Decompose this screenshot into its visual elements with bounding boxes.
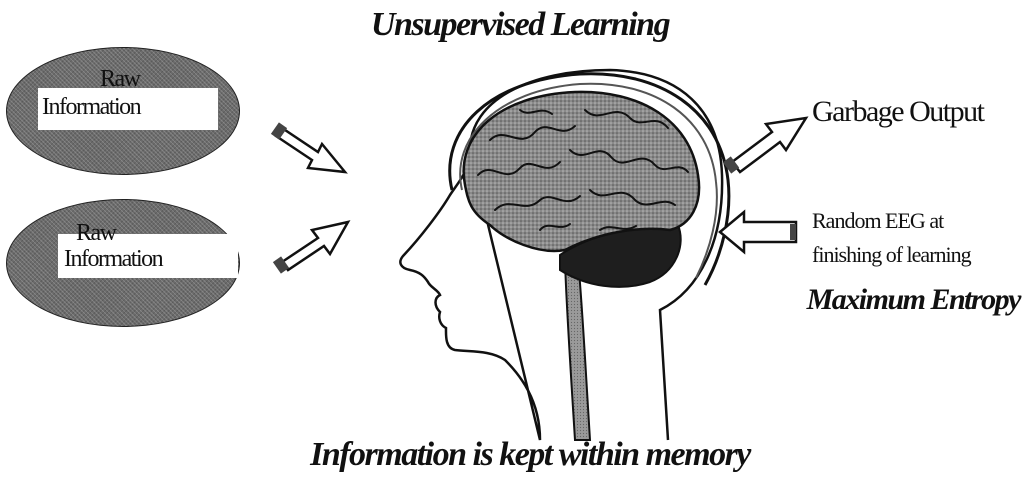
raw-information-line2: Information <box>42 94 140 121</box>
input-arrow-2 <box>273 222 348 274</box>
random-eeg-line2: finishing of learning <box>812 238 971 272</box>
raw-information-label-1: Raw Information <box>38 88 218 130</box>
random-eeg-line1: Random EEG at <box>812 204 971 238</box>
random-eeg-label: Random EEG at finishing of learning <box>812 204 971 272</box>
raw-information-line2: Information <box>64 246 162 273</box>
garbage-output-label: Garbage Output <box>812 95 983 129</box>
raw-information-line1: Raw <box>76 220 116 247</box>
raw-information-line1: Raw <box>100 66 140 93</box>
input-arrow-1 <box>271 122 345 172</box>
bottom-caption: Information is kept within memory <box>250 436 810 474</box>
output-arrow <box>723 118 806 174</box>
raw-information-label-2: Raw Information <box>58 234 238 278</box>
eeg-arrow <box>720 212 796 252</box>
maximum-entropy-label: Maximum Entropy <box>770 283 1020 317</box>
diagram-title: Unsupervised Learning <box>310 6 730 44</box>
